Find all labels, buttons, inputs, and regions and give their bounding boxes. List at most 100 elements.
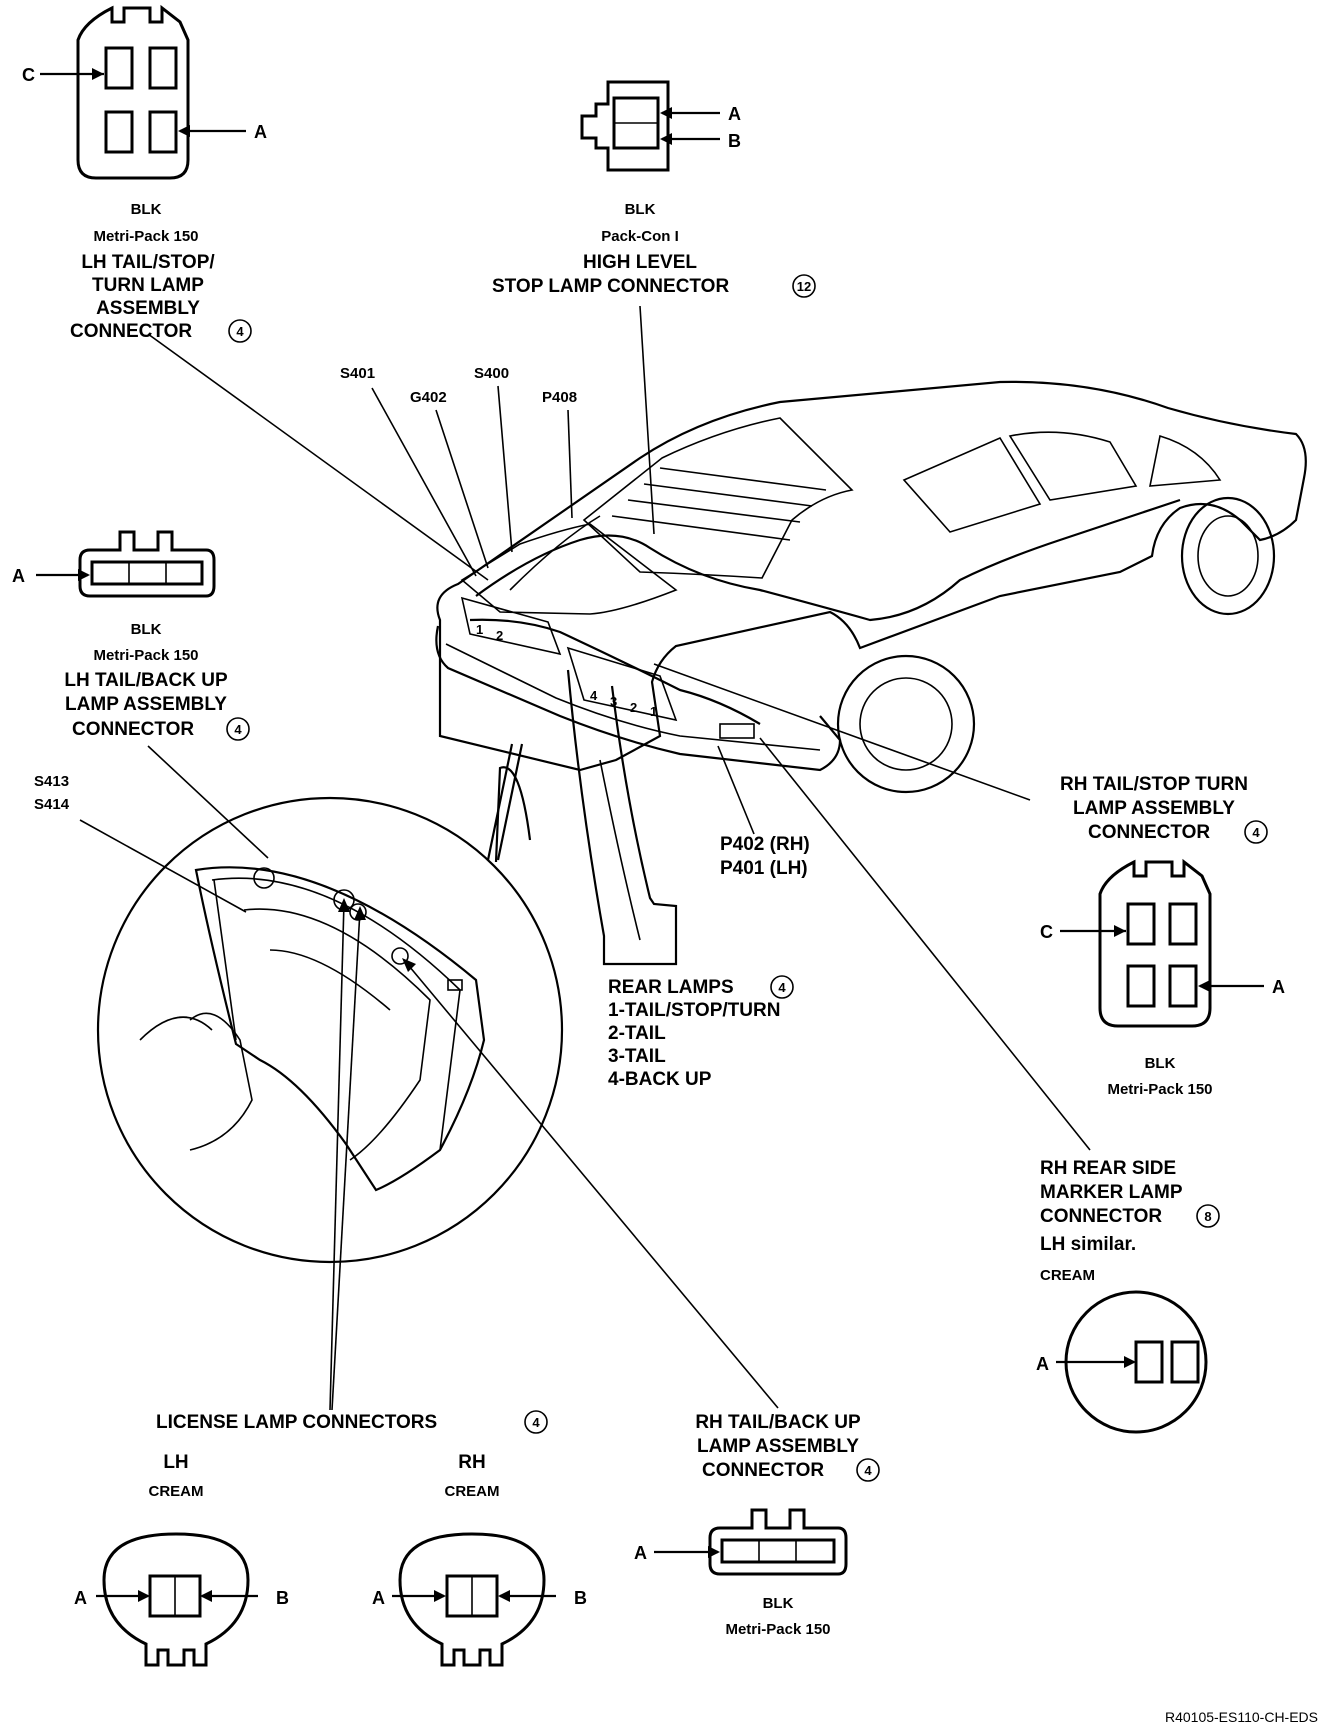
pin-cavity [104,110,134,154]
connector-type: Metri-Pack 150 [93,228,198,245]
arrow-head [1114,925,1126,937]
splice-s400: S400 [474,365,509,382]
leader-side-marker [759,737,1091,1151]
high-level-stop-lamp-connector: A B BLK Pack-Con I HIGH LEVEL STOP LAMP … [492,80,816,298]
connector-title-line4: CONNECTOR [70,321,192,342]
leader-line [717,745,755,835]
ref-number: 4 [778,980,786,995]
arrow-head [1124,1356,1136,1368]
rear-lamps-title: REAR LAMPS [608,977,734,998]
ref-circle [226,717,250,741]
ref-circle [228,319,252,343]
pin-cavity [1168,964,1198,1008]
pin-a-label: A [74,1588,87,1608]
pin-a-label: A [728,104,741,124]
license-lamp-connectors: LICENSE LAMP CONNECTORS 4 LH CREAM A B R… [74,1410,587,1667]
splice-s401: S401 [340,365,375,382]
connector-p402: P402 (RH) [720,834,810,855]
pin-a-label: A [634,1543,647,1563]
ground-g402: G402 [410,389,447,406]
connector-title-line3: CONNECTOR [702,1460,824,1481]
lh-tail-stop-turn-connector: C A BLK Metri-Pack 150 LH TAIL/STOP/ TUR… [22,4,267,343]
connector-color: BLK [763,1595,794,1612]
car-illustration: 1 2 4 3 2 1 [435,380,1307,794]
pin-b-label: B [276,1588,289,1608]
rear-lamp-item: 2-TAIL [608,1023,666,1044]
pin-a-label: A [12,566,25,586]
pin-a-label: A [372,1588,385,1608]
arrow-head [78,569,90,581]
connector-title-line2: TURN LAMP [92,275,204,296]
ref-circle [524,1410,548,1434]
connector-title-line1: LH TAIL/BACK UP [64,670,228,691]
pin-c-label: C [1040,922,1053,942]
socket-number: 1 [650,704,657,719]
arrow-head [1198,980,1210,992]
connector-type: Metri-Pack 150 [1107,1081,1212,1098]
connector-title-line1: RH REAR SIDE [1040,1158,1176,1179]
pin-b-label: B [728,131,741,151]
rear-lamp-item: 4-BACK UP [608,1069,712,1090]
rh-tail-backup-connector: RH TAIL/BACK UP LAMP ASSEMBLY CONNECTOR … [634,1412,880,1638]
arrow-head [660,107,672,119]
license-rh-label: RH [458,1452,485,1473]
rear-lamp-item: 3-TAIL [608,1046,666,1067]
rear-wheel [836,654,976,794]
license-rh-color: CREAM [445,1483,500,1500]
leader-lines [329,663,1091,1411]
connector-title-line3: ASSEMBLY [96,298,200,319]
harness-to-detail [486,743,514,861]
pin-cavity [148,46,178,90]
rh-tail-stop-turn-connector: RH TAIL/STOP TURN LAMP ASSEMBLY CONNECTO… [1040,774,1285,1098]
leader-line [147,745,269,859]
license-lh-color: CREAM [149,1483,204,1500]
leader-line [497,385,513,553]
connector-type: Pack-Con I [601,228,679,245]
pin-cavity [1170,1340,1200,1384]
pin-cavity [104,46,134,90]
pin-cavity [1126,902,1156,946]
ref-number: 12 [797,279,811,294]
connector-title-line2: LAMP ASSEMBLY [697,1436,859,1457]
connector-color: BLK [131,201,162,218]
ref-number: 8 [1204,1209,1211,1224]
leader-rh-tail-stop [653,663,1031,801]
connector-title-line2: LAMP ASSEMBLY [1073,798,1235,819]
socket-number: 2 [496,628,503,643]
pin-a-label: A [1036,1354,1049,1374]
connector-title-line1: LH TAIL/STOP/ [81,252,215,273]
connector-title-line1: RH TAIL/STOP TURN [1060,774,1248,795]
pin-b-label: B [574,1588,587,1608]
pin-cavity [1126,964,1156,1008]
connector-color: BLK [1145,1055,1176,1072]
connector-title-line3: CONNECTOR [1088,822,1210,843]
ref-circle [792,274,816,298]
ref-number: 4 [234,722,242,737]
splice-labels: S401 G402 S400 P408 S413 S414 P402 (RH) … [34,305,810,913]
detail-circle [96,796,564,1264]
harness-to-detail [496,743,524,861]
connector-p401: P401 (LH) [720,858,808,879]
connector-title-line2: MARKER LAMP [1040,1182,1183,1203]
connector-color: BLK [131,621,162,638]
trunk-lid-detail [96,743,564,1264]
connector-type: Metri-Pack 150 [725,1621,830,1638]
ref-circle [856,1458,880,1482]
rh-side-marker-connector: RH REAR SIDE MARKER LAMP CONNECTOR 8 LH … [1036,1158,1220,1434]
license-lamp-title: LICENSE LAMP CONNECTORS [156,1412,437,1433]
connector-p408: P408 [542,389,577,406]
pin-a-label: A [1272,977,1285,997]
leader-license-lh [329,901,345,1411]
socket-number: 2 [630,700,637,715]
leader-line [639,305,655,535]
ref-circle [1244,820,1268,844]
connector-type: Metri-Pack 150 [93,647,198,664]
ref-circle [1196,1204,1220,1228]
license-lh-label: LH [163,1452,188,1473]
pin-cavity [1168,902,1198,946]
ref-number: 4 [532,1415,540,1430]
ref-circle [770,975,794,999]
ref-number: 4 [864,1463,872,1478]
leader-line [567,409,573,519]
